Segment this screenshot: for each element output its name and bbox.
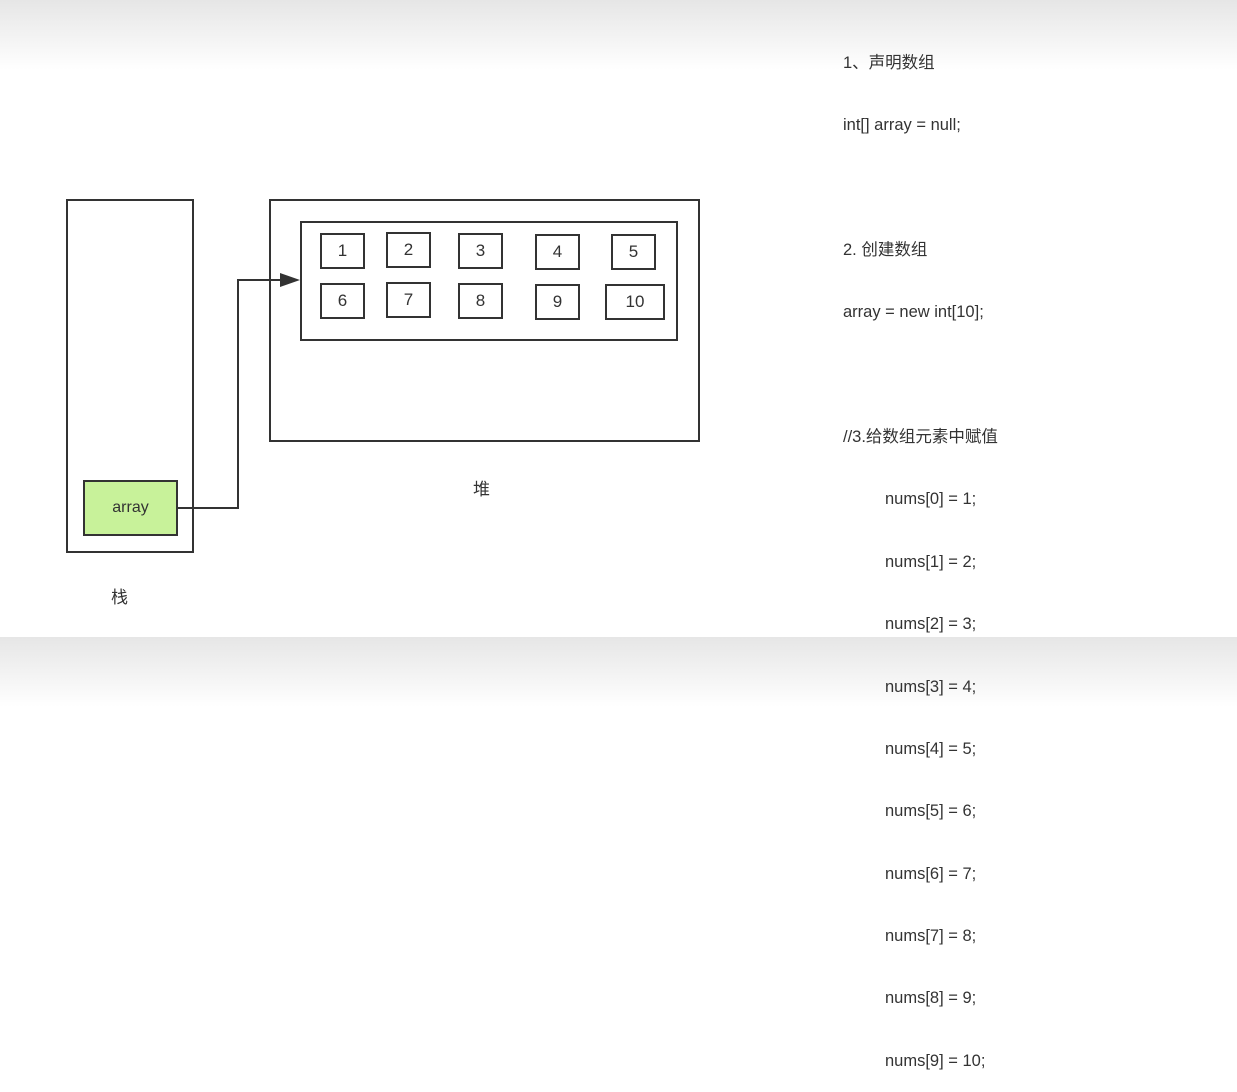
array-cell: 2 [386, 232, 431, 268]
array-cell: 6 [320, 283, 365, 319]
assignment-line: nums[8] = 9; [885, 989, 977, 1008]
array-cell: 5 [611, 234, 656, 270]
array-cell: 4 [535, 234, 580, 270]
step2-title: 2. 创建数组 [843, 240, 928, 259]
assignment-line: nums[5] = 6; [885, 802, 977, 821]
step1-code: int[] array = null; [843, 115, 961, 134]
array-cell: 10 [605, 284, 665, 320]
assignment-line: nums[4] = 5; [885, 739, 977, 758]
step2-code: array = new int[10]; [843, 303, 984, 322]
code-notes: 1、声明数组 int[] array = null; 2. 创建数组 array… [843, 11, 998, 1092]
assignment-line: nums[7] = 8; [885, 927, 977, 946]
assignment-line: nums[3] = 4; [885, 677, 977, 696]
step3-title: //3.给数组元素中赋值 [843, 427, 998, 446]
array-cell: 7 [386, 282, 431, 318]
assignment-line: nums[2] = 3; [885, 615, 977, 634]
array-cell: 1 [320, 233, 365, 269]
array-cell: 3 [458, 233, 503, 269]
heap-array [300, 221, 678, 341]
array-cell: 8 [458, 283, 503, 319]
array-variable-label: array [112, 499, 149, 516]
assignment-line: nums[0] = 1; [885, 490, 977, 509]
step1-title: 1、声明数组 [843, 53, 935, 72]
assignment-line: nums[9] = 10; [885, 1051, 986, 1070]
heap-label: 堆 [473, 480, 490, 499]
array-variable: array [83, 480, 178, 536]
array-cell: 9 [535, 284, 580, 320]
stack-label: 栈 [111, 588, 128, 607]
assignment-line: nums[1] = 2; [885, 552, 977, 571]
assignment-line: nums[6] = 7; [885, 864, 977, 883]
